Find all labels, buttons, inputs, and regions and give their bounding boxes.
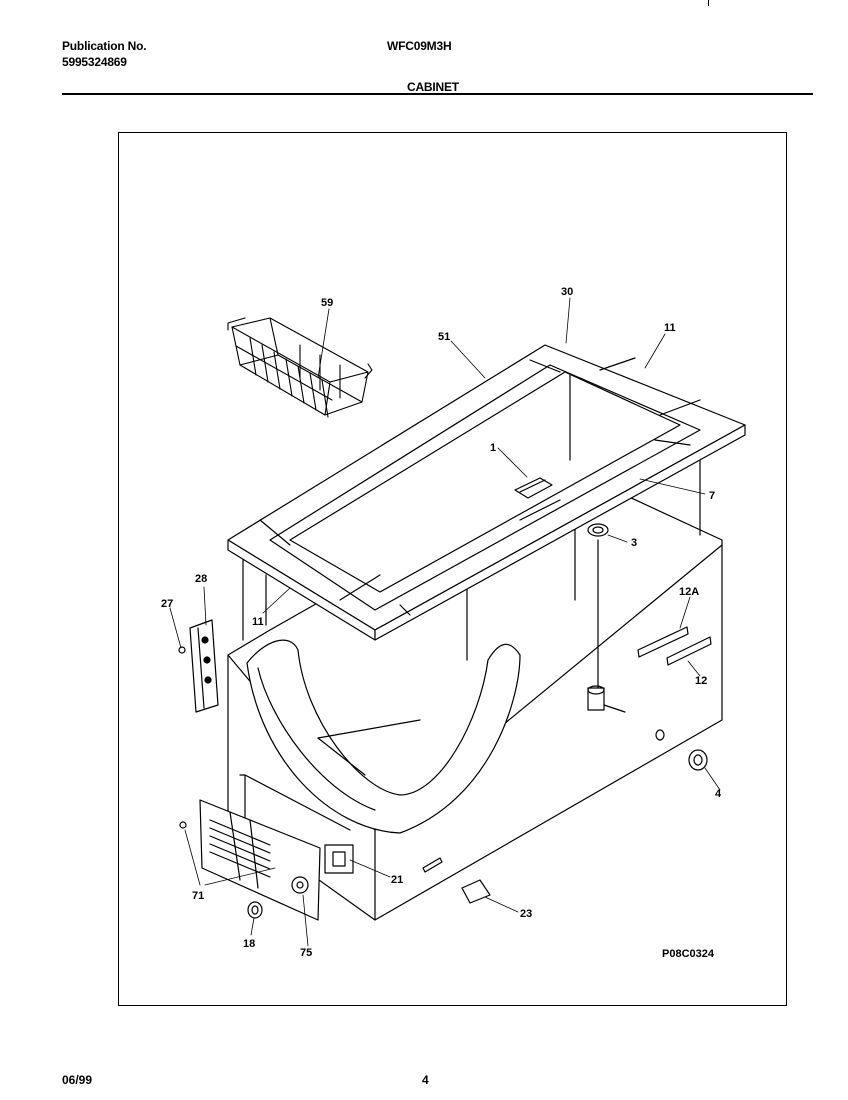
drawing-code: P08C0324: [662, 948, 715, 960]
callout-12: 12: [695, 675, 707, 687]
drain-parts: [587, 523, 708, 771]
callout-7: 7: [709, 490, 715, 502]
callout-51: 51: [438, 331, 450, 343]
callout-11-left: 11: [252, 616, 264, 628]
lid-handle: [514, 477, 553, 499]
callout-labels: 59 30 51 11 1 7 3 28 27 11 12A 12 4 21 7…: [161, 286, 722, 960]
callout-3: 3: [631, 537, 637, 549]
publication-label: Publication No.: [62, 39, 147, 53]
rating-labels: [637, 626, 712, 666]
leader-lines: [169, 297, 721, 947]
top-edge-mark: [708, 0, 709, 6]
hinge-assembly: [178, 619, 219, 713]
callout-71: 71: [192, 890, 204, 902]
small-parts: [247, 844, 491, 919]
callout-30: 30: [561, 286, 573, 298]
callout-27: 27: [161, 598, 173, 610]
callout-4: 4: [715, 788, 722, 800]
footer-date: 06/99: [62, 1073, 93, 1087]
publication-number: 5995324869: [62, 55, 127, 69]
callout-28: 28: [195, 573, 207, 585]
callout-1: 1: [490, 442, 496, 454]
section-title: CABINET: [407, 80, 459, 94]
callout-59: 59: [321, 297, 333, 309]
callout-21: 21: [391, 874, 403, 886]
callout-12a: 12A: [679, 586, 699, 598]
footer-page-number: 4: [422, 1073, 429, 1087]
model-number: WFC09M3H: [387, 39, 452, 53]
callout-18: 18: [243, 938, 255, 950]
callout-23: 23: [520, 908, 532, 920]
callout-11-top: 11: [664, 322, 676, 334]
callout-75: 75: [300, 947, 312, 959]
wire-basket: [227, 317, 373, 418]
louver-grille: [179, 799, 321, 921]
lid-gasket-frame: [227, 344, 746, 641]
diagram-frame: [118, 132, 787, 1006]
header-rule: [62, 93, 813, 95]
